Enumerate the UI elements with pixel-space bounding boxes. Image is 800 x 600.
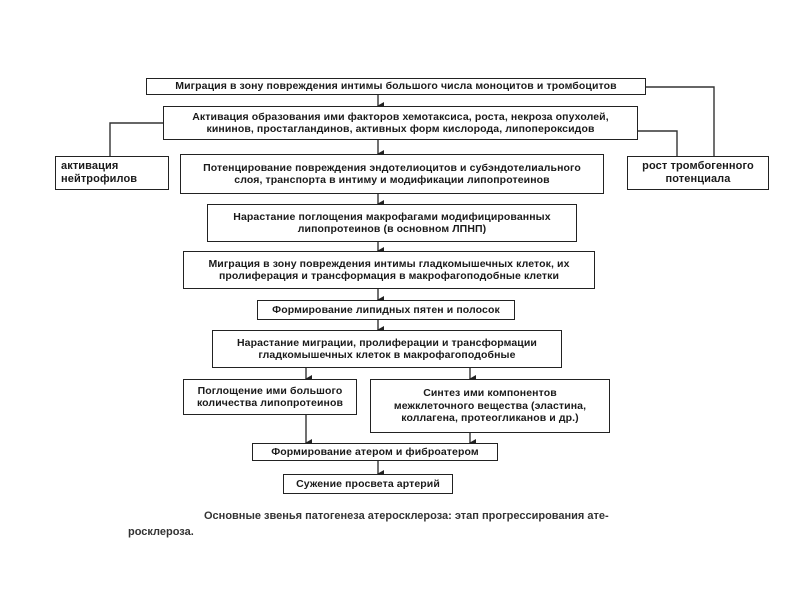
step-box-5: Миграция в зону повреждения интимы гладк… [183,251,595,289]
figure-caption: Основные звенья патогенеза атеросклероза… [128,508,688,540]
step-box-8a: Поглощение ими большого количества липоп… [183,379,357,415]
step-box-9: Формирование атером и фиброатером [252,443,498,461]
step-box-3: Потенцирование повреждения эндотелиоцито… [180,154,604,194]
side-box-neutrophils: активация нейтрофилов [55,156,169,190]
caption-line-1: Основные звенья патогенеза атеросклероза… [204,510,609,522]
step-box-2: Активация образования ими факторов хемот… [163,106,638,140]
step-box-7: Нарастание миграции, пролиферации и тран… [212,330,562,368]
caption-line-2: росклероза. [128,526,194,538]
step-box-4: Нарастание поглощения макрофагами модифи… [207,204,577,242]
side-box-thrombogenic: рост тромбогенного потенциала [627,156,769,190]
step-box-10: Сужение просвета артерий [283,474,453,494]
step-box-1: Миграция в зону повреждения интимы больш… [146,78,646,95]
step-box-6: Формирование липидных пятен и полосок [257,300,515,320]
step-box-8b: Синтез ими компонентов межклеточного вещ… [370,379,610,433]
